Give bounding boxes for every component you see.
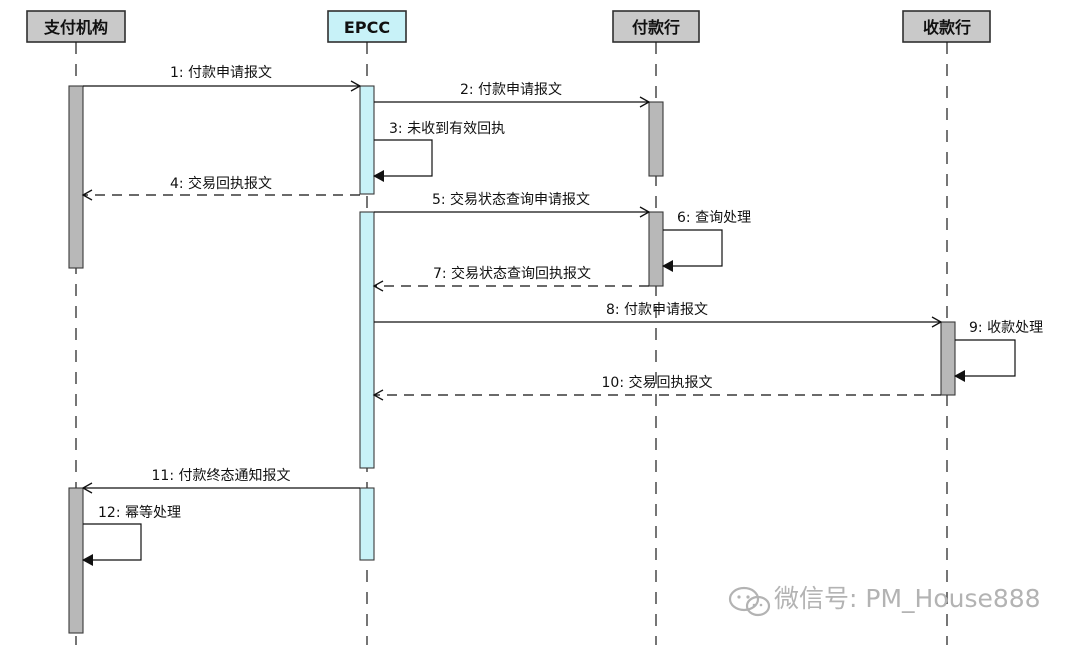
message-9: 9: 收款处理 [954,320,1043,382]
message-4: 4: 交易回执报文 [81,175,360,201]
activation-epcc-3 [359,487,375,561]
message-10: 10: 交易回执报文 [372,374,941,401]
participant-paying-bank-label: 付款行 [632,18,680,37]
message-9-self-loop [954,339,1016,382]
wechat-eye-small-right-icon [759,603,763,607]
activation-payer-org-1 [68,85,84,269]
message-6: 6: 查询处理 [662,210,751,272]
participant-epcc-label: EPCC [344,18,390,37]
message-8-label: 8: 付款申请报文 [606,302,708,318]
message-12-self-loop [82,523,142,566]
message-6-label: 6: 查询处理 [677,210,751,226]
participant-payer-org: 支付机构 [26,10,126,43]
activation-epcc-2 [359,211,375,469]
activation-paying-bank-2 [648,211,664,287]
message-11: 11: 付款终态通知报文 [81,467,360,494]
message-1: 1: 付款申请报文 [83,65,362,92]
activation-epcc-1 [359,85,375,195]
message-5: 5: 交易状态查询申请报文 [374,191,651,218]
message-12-label: 12: 幂等处理 [98,504,181,521]
watermark: 微信号: PM_House888 [728,584,1041,617]
message-7-label: 7: 交易状态查询回执报文 [433,265,591,282]
wechat-icon [728,586,771,617]
message-4-label: 4: 交易回执报文 [170,175,272,192]
participant-epcc: EPCC [327,10,407,43]
participant-payer-org-label: 支付机构 [43,18,108,37]
wechat-eye-small-left-icon [752,603,756,607]
participant-paying-bank: 付款行 [612,10,700,43]
message-3-label: 3: 未收到有效回执 [389,121,505,137]
message-11-label: 11: 付款终态通知报文 [152,467,291,484]
message-2-label: 2: 付款申请报文 [460,82,562,98]
message-5-label: 5: 交易状态查询申请报文 [432,191,590,208]
wechat-bubble-small-icon [745,595,771,617]
message-6-self-loop [662,229,723,272]
wechat-eye-left-icon [737,595,741,599]
wechat-eye-right-icon [746,595,750,599]
message-7: 7: 交易状态查询回执报文 [372,265,649,292]
activation-receiving-bank [940,321,956,396]
participant-receiving-bank-label: 收款行 [923,18,971,37]
activation-paying-bank-1 [648,101,664,177]
message-1-label: 1: 付款申请报文 [170,65,272,81]
watermark-text: 微信号: PM_House888 [774,584,1041,613]
message-9-label: 9: 收款处理 [969,320,1043,336]
activation-payer-org-2 [68,487,84,634]
message-3-self-loop [373,139,433,182]
wechat-bubble-large-icon [728,586,760,612]
participant-receiving-bank: 收款行 [902,10,991,43]
message-3: 3: 未收到有效回执 [373,121,505,182]
message-12: 12: 幂等处理 [82,504,181,566]
participant-receiving-bank-box [902,10,991,43]
message-10-label: 10: 交易回执报文 [602,374,713,391]
message-8: 8: 付款申请报文 [374,302,943,328]
participant-payer-org-box [26,10,126,43]
message-2: 2: 付款申请报文 [374,82,651,108]
